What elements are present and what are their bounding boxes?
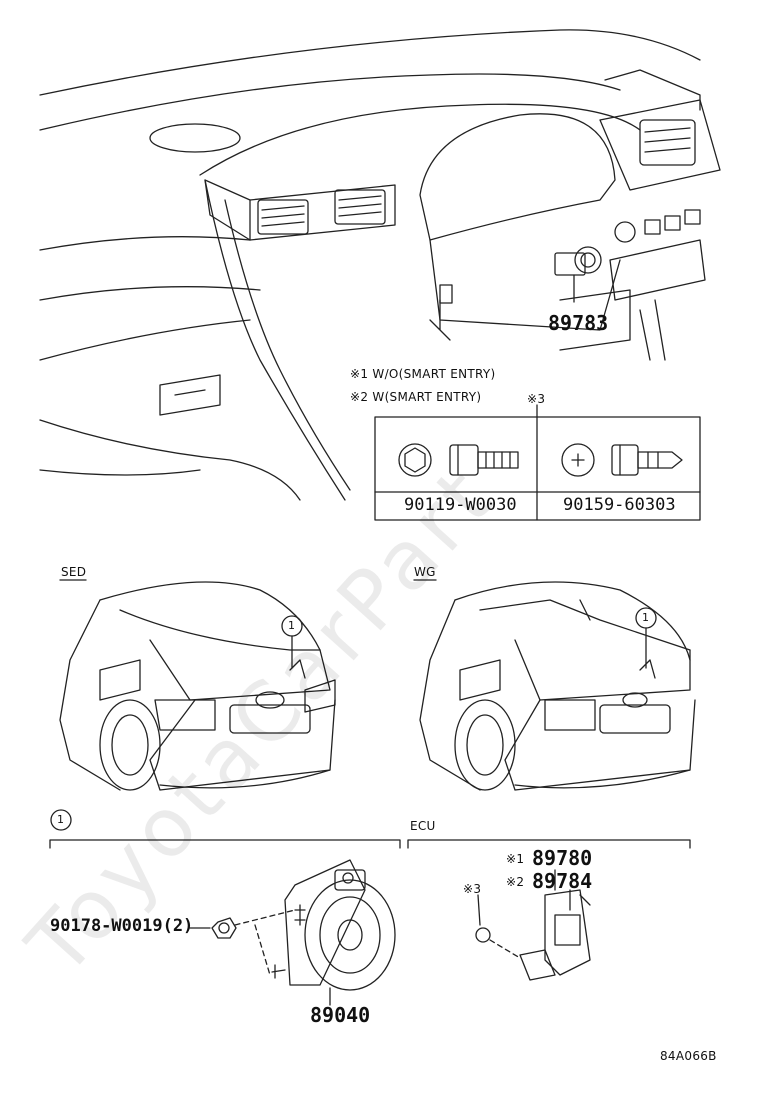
- figure-code: 84A066B: [660, 1049, 717, 1063]
- part-number-89040: 89040: [310, 1003, 371, 1027]
- callout-circle-horn: [50, 809, 72, 831]
- note-with-smart-entry: ※2 W(SMART ENTRY): [350, 390, 482, 404]
- part-number-90159-60303: 90159-60303: [563, 495, 676, 515]
- part-number-90119-w0030: 90119-W0030: [404, 495, 517, 515]
- sedan-label: SED: [61, 565, 87, 579]
- part-number-89780: 89780: [532, 846, 593, 870]
- part-number-89784: 89784: [532, 869, 593, 893]
- wagon-label: WG: [414, 565, 436, 579]
- ecu-illustration: [475, 869, 591, 981]
- callout-circle-wg: [635, 607, 657, 629]
- ecu-note-3: ※3: [463, 882, 482, 896]
- section-brackets: [49, 809, 691, 849]
- horn-illustration: [189, 859, 396, 1006]
- callout-circle-sed: [281, 615, 303, 637]
- dashboard-illustration: [39, 29, 721, 501]
- bolt-table: [374, 404, 701, 521]
- wagon-illustration: [413, 579, 696, 791]
- ecu-note-1: ※1: [506, 852, 525, 866]
- part-number-90178-w0019: 90178-W0019(2): [50, 916, 194, 936]
- callout-number-sed: 1: [288, 619, 295, 632]
- callout-number-wg: 1: [642, 611, 649, 624]
- note-without-smart-entry: ※1 W/O(SMART ENTRY): [350, 367, 496, 381]
- ecu-note-2: ※2: [506, 875, 525, 889]
- part-number-89783: 89783: [548, 311, 609, 335]
- callout-number-horn: 1: [57, 813, 64, 826]
- sedan-illustration: [59, 579, 336, 791]
- note-3-marker: ※3: [527, 392, 546, 406]
- ecu-label: ECU: [410, 819, 436, 833]
